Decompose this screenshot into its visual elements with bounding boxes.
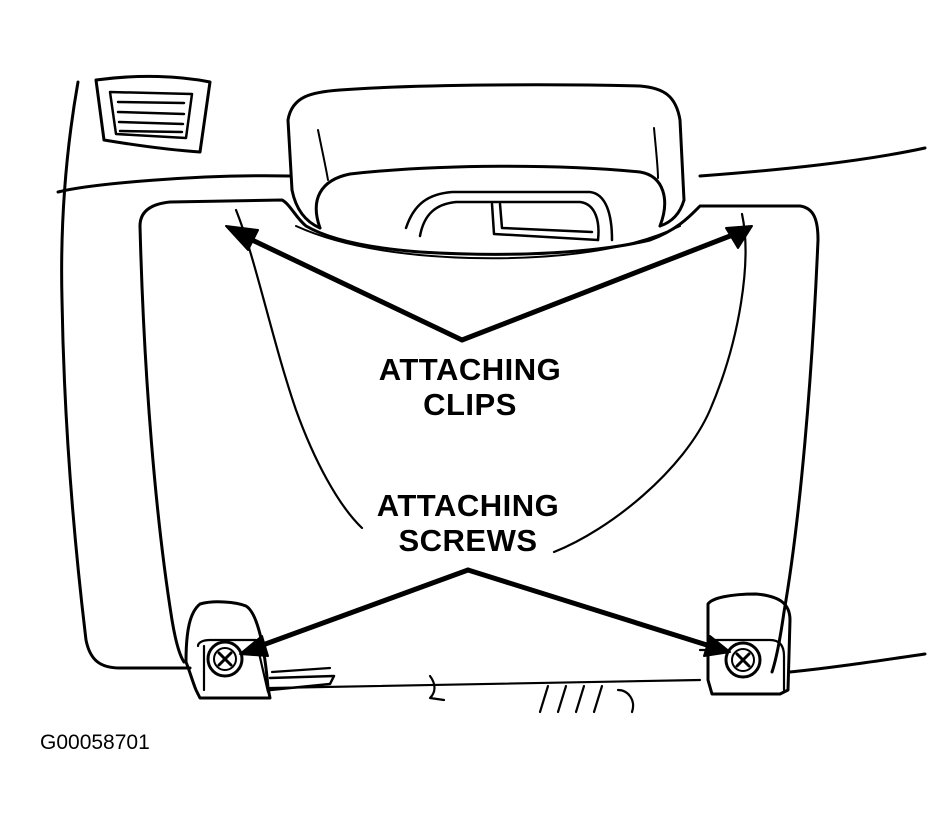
clips-arrows: [225, 225, 753, 343]
left-screw: [206, 640, 244, 678]
clips-label-line2: CLIPS: [423, 387, 517, 422]
attaching-clips-label: ATTACHING CLIPS: [330, 352, 610, 422]
attaching-screws-label: ATTACHING SCREWS: [318, 488, 618, 558]
right-clip-arrowhead: [725, 225, 753, 249]
dashboard-outline: [56, 80, 927, 674]
screws-label-line2: SCREWS: [398, 523, 538, 558]
screws-label-line1: ATTACHING: [376, 488, 560, 523]
right-screw-arrowhead: [703, 635, 731, 657]
left-clip-arrow-shaft: [245, 235, 465, 343]
right-screw-arrow-shaft: [465, 567, 713, 649]
left-clip-arrowhead: [225, 225, 259, 251]
air-vent: [94, 74, 212, 154]
left-screw-arrow-shaft: [257, 567, 471, 649]
figure-id: G00058701: [40, 731, 150, 754]
lower-dash-detail: [268, 666, 702, 714]
left-screw-arrowhead: [239, 635, 269, 657]
right-screw: [724, 641, 762, 679]
screws-arrows: [239, 567, 731, 657]
steering-column-shroud: [286, 83, 686, 242]
lower-column-cover: [138, 198, 820, 674]
right-clip-arrow-shaft: [459, 233, 733, 343]
clips-label-line1: ATTACHING: [378, 352, 562, 387]
